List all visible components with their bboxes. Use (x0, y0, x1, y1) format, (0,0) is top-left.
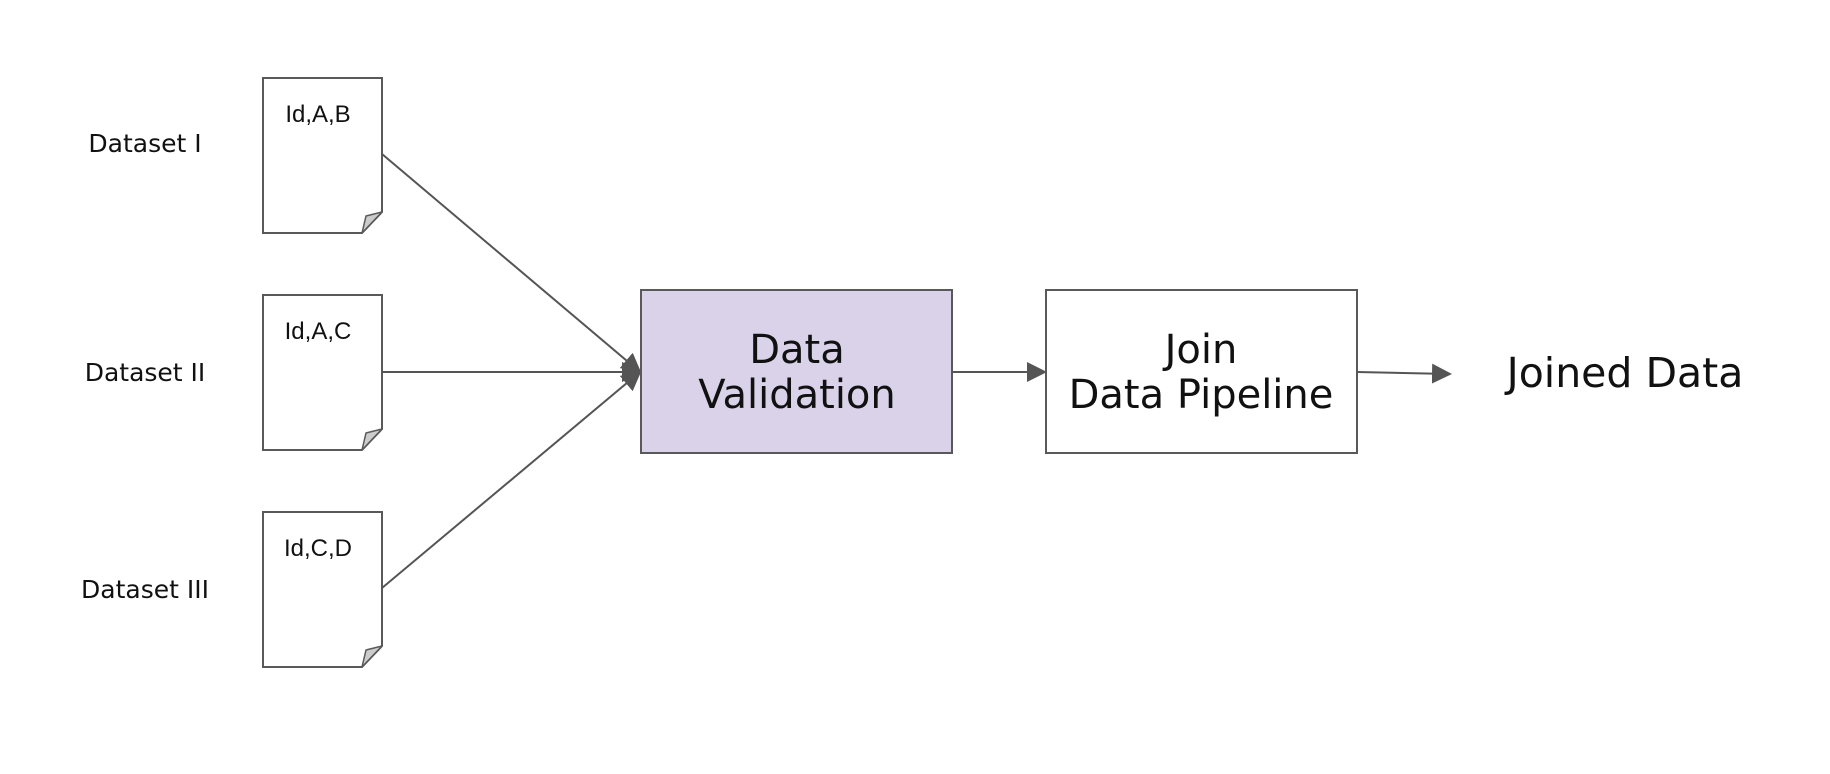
join-pipeline-step: Join Data Pipeline (1045, 289, 1358, 454)
page-fold (361, 645, 383, 668)
pipeline-label-line-2: Data Pipeline (1069, 372, 1334, 418)
dataset-label: Dataset II (85, 358, 206, 387)
dataset-3: Dataset III Id,C,D (81, 511, 383, 668)
dataset-columns: Id,C,D (284, 535, 352, 562)
dataset-2: Dataset II Id,A,C (85, 294, 383, 451)
pipeline-box (1045, 289, 1358, 454)
validation-box (640, 289, 953, 454)
page-fold (361, 211, 383, 234)
connector-pipeline-to-output (1356, 363, 1452, 384)
validation-label-line-1: Data (749, 327, 845, 373)
dataset-1: Dataset I Id,A,B (88, 77, 383, 234)
output-label: Joined Data (1504, 349, 1744, 397)
dataset-label: Dataset III (81, 575, 209, 604)
dataset-columns: Id,A,C (285, 318, 352, 345)
connector-dataset-1-to-validation (381, 153, 642, 374)
pipeline-label-line-1: Join (1162, 327, 1238, 373)
dataset-label: Dataset I (88, 129, 201, 158)
dataset-columns: Id,A,B (285, 101, 350, 128)
validation-label-line-2: Validation (698, 372, 896, 418)
data-validation-step: Data Validation (640, 289, 953, 454)
connector-dataset-3-to-validation (381, 370, 642, 589)
page-fold (361, 428, 383, 451)
